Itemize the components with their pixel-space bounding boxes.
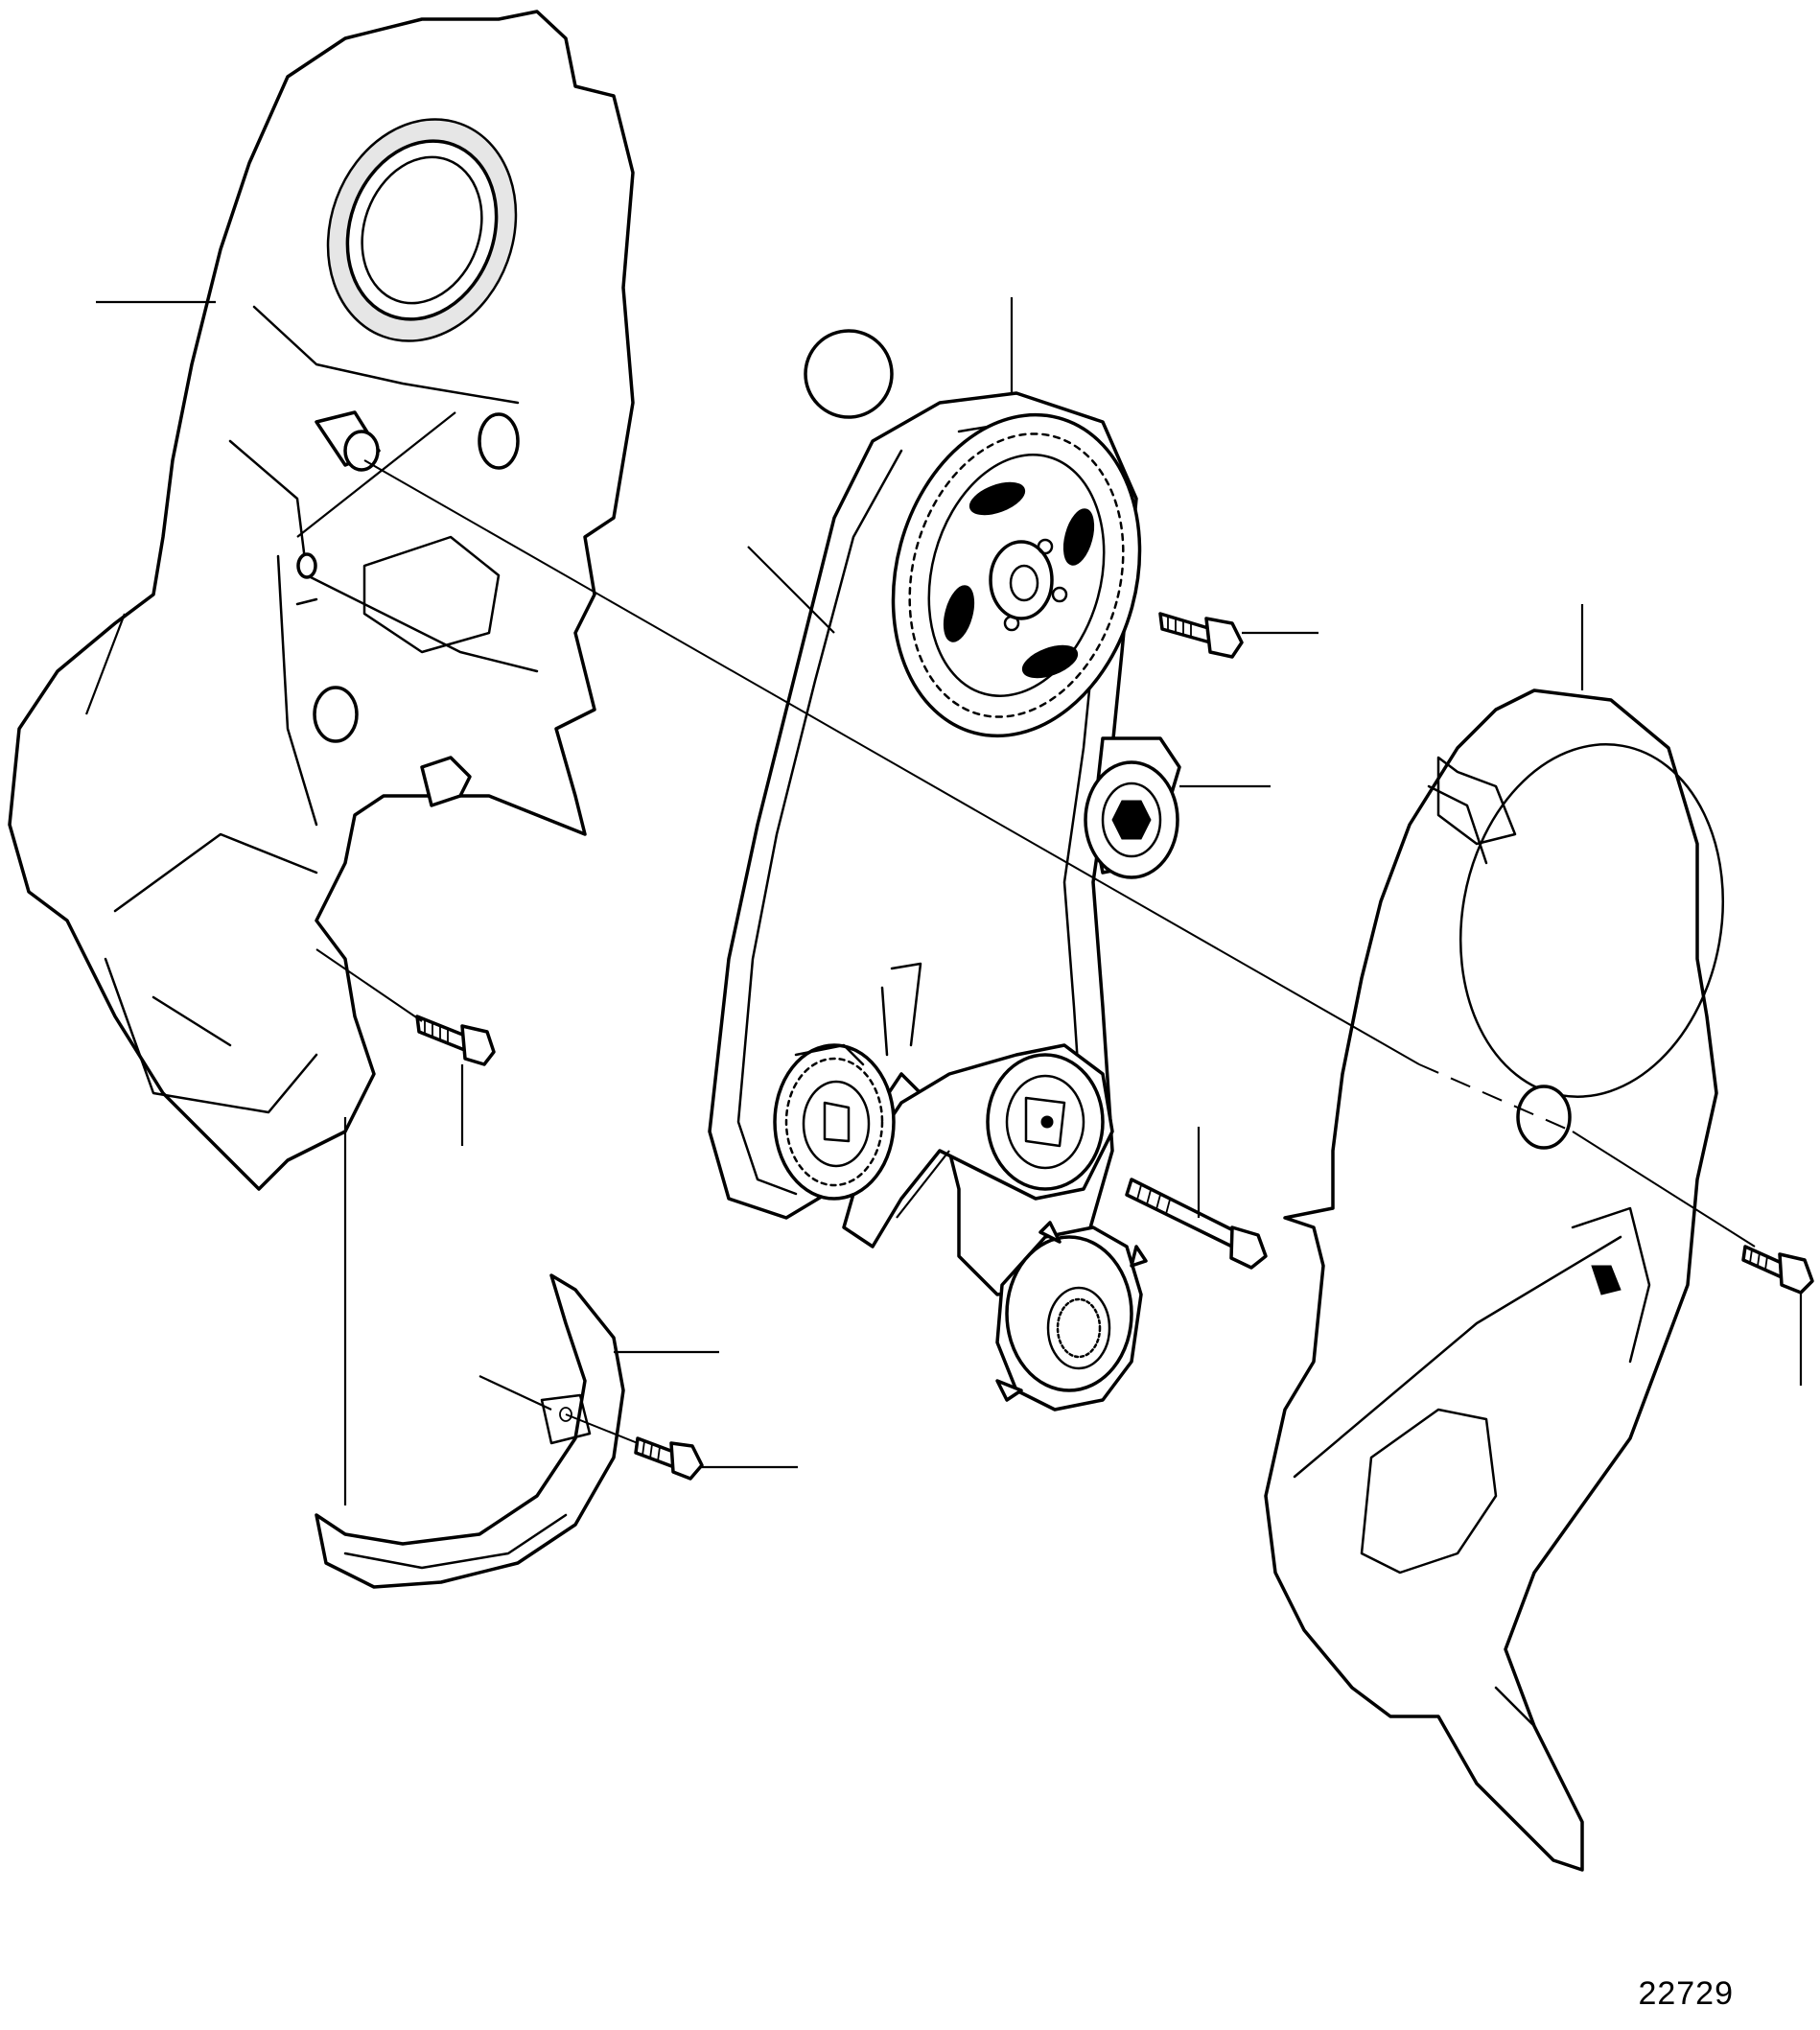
- belt-tensioner: [842, 962, 1114, 1248]
- bolt-inner-cover: [415, 1015, 496, 1066]
- idler-pulley: [1084, 736, 1181, 879]
- assembly-axis-line-2: [1572, 1131, 1756, 1248]
- bolt-outer-cover: [1741, 1245, 1814, 1295]
- bolt-axis-line-lower: [565, 1413, 639, 1444]
- lower-timing-cover-segment: [315, 1273, 625, 1589]
- bolt-lower-segment: [634, 1436, 704, 1481]
- bolt-axis-line-inner: [315, 948, 423, 1022]
- assembly-axis-line: [363, 459, 1420, 1065]
- leader-lower-segment-clip: [478, 1375, 552, 1411]
- assembly-axis-hidden: [1418, 1063, 1574, 1132]
- crankshaft-sprocket: [773, 1043, 896, 1201]
- callout-leaders: [84, 297, 1803, 1505]
- bolt-camshaft: [1158, 612, 1244, 659]
- leader-inner-cover-side: [84, 613, 127, 715]
- bolt-tensioner: [1125, 1178, 1268, 1270]
- outer-timing-cover: [1264, 688, 1725, 1872]
- camshaft-sprocket: [891, 412, 1142, 738]
- leader-belt-side: [747, 546, 835, 634]
- leader-tensioner: [896, 1150, 950, 1219]
- crankshaft-hub: [995, 1221, 1148, 1412]
- reference-circle: [804, 329, 894, 419]
- drawing-number: 22729: [1638, 1975, 1734, 2012]
- inner-timing-cover: [8, 10, 635, 1191]
- leader-inner-cover-center: [296, 411, 456, 538]
